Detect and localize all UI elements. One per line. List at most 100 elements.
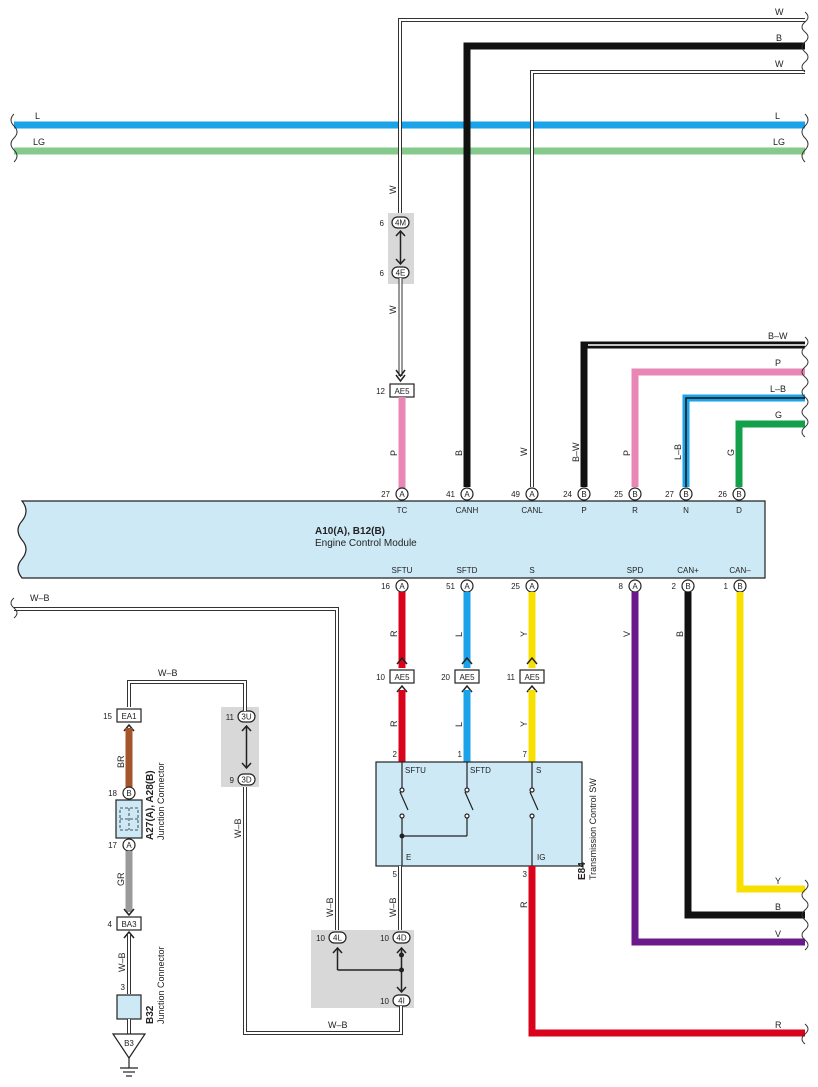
svg-text:A: A — [632, 582, 638, 591]
svg-text:49: 49 — [511, 490, 520, 499]
break-mark — [801, 879, 809, 951]
wire-b-canh — [463, 42, 805, 487]
trans-sw-pin-3: 3 — [523, 870, 528, 879]
junction-a27-code: A27(A), A28(B) — [145, 770, 156, 840]
svg-text:CANL: CANL — [521, 506, 543, 515]
wire-p-r — [631, 368, 805, 487]
wire-b-can-plus — [684, 592, 805, 919]
connector-ea1-label: EA1 — [121, 712, 137, 721]
connector-4e-label: 4E — [396, 269, 406, 278]
wire-w-tc-inner — [399, 19, 805, 214]
wire-label-br: BR — [116, 755, 126, 768]
svg-text:B: B — [736, 490, 741, 499]
wire-label-y: Y — [519, 631, 529, 637]
arrow-down — [395, 369, 406, 378]
wire-wb-bottom-loop: W–B W–B — [233, 787, 403, 1035]
wire-label-y2: Y — [519, 721, 529, 727]
wire-label-l-right: L — [775, 111, 780, 121]
ecm-top-wire-label: L–B — [673, 444, 683, 460]
wire-bw — [580, 341, 805, 487]
connector-ea1-num: 15 — [103, 712, 112, 721]
connector-4l — [328, 931, 347, 944]
junction-3u-3d: 3U 11 3D 9 — [221, 707, 259, 787]
connector-4m-label: 4M — [395, 219, 406, 228]
connector-ba3 — [116, 916, 142, 931]
wire-w-canl-inner — [531, 71, 805, 487]
trans-sw-pin-7: 7 — [523, 750, 528, 759]
break-mark — [801, 336, 809, 438]
svg-text:AE5: AE5 — [394, 673, 410, 682]
trans-sw-label-e: E — [406, 853, 411, 862]
junction-4l-4d-4i: 4L 10 4D 10 4I 10 — [311, 930, 414, 1008]
wire-r-ig-path — [528, 866, 805, 1037]
break-mark — [10, 597, 18, 619]
ecm-top-wire-label: B — [454, 450, 464, 456]
svg-text:27: 27 — [381, 490, 390, 499]
svg-text:41: 41 — [446, 490, 455, 499]
svg-text:20: 20 — [441, 673, 450, 682]
ecm-top-wire-labels: P B W B–W P L–B G — [389, 442, 736, 462]
wire-y-can-minus — [736, 592, 805, 893]
ecm-top-pin: A 27 TC — [381, 487, 409, 515]
wire-label-wb-bottom: W–B — [328, 1020, 348, 1030]
wire-wb-e: W–B — [388, 866, 402, 932]
svg-text:8: 8 — [619, 582, 624, 591]
connector-4m — [391, 216, 410, 229]
svg-text:B: B — [683, 490, 688, 499]
ecm-bottom-pin: S A 25 — [511, 566, 539, 593]
wire-label-gr: GR — [116, 872, 126, 886]
wire-r-ig: R R — [519, 866, 809, 1045]
engine-control-module: A10(A), B12(B) Engine Control Module A 2… — [17, 487, 766, 593]
right-top-wires: B–W P L–B G — [580, 331, 809, 487]
trans-sw-pin-2: 2 — [393, 750, 398, 759]
wire-label-lb: L–B — [770, 384, 786, 394]
wire-label-g: G — [775, 410, 782, 420]
wire-label-r: R — [389, 630, 399, 637]
junction-connector-b32 — [116, 994, 142, 1020]
connector-ae5-y: AE5 11 — [507, 656, 545, 693]
connector-4e-num: 6 — [380, 269, 385, 278]
svg-text:CAN+: CAN+ — [677, 566, 699, 575]
break-mark — [801, 11, 809, 73]
svg-text:11: 11 — [507, 673, 516, 682]
svg-text:25: 25 — [614, 490, 623, 499]
trans-sw-pin-1: 1 — [458, 750, 463, 759]
svg-text:24: 24 — [563, 490, 572, 499]
svg-text:AE5: AE5 — [459, 673, 475, 682]
svg-text:18: 18 — [108, 789, 117, 798]
wire-label-w-lower: W — [388, 305, 398, 314]
wire-wb-3u-ea1: W–B — [127, 668, 247, 711]
junction-b32-code: B32 — [145, 1005, 156, 1024]
svg-text:AE5: AE5 — [524, 673, 540, 682]
ground-label: B3 — [124, 1039, 134, 1048]
connector-a28-pin — [122, 786, 136, 800]
svg-text:A: A — [464, 582, 470, 591]
svg-text:16: 16 — [381, 582, 390, 591]
connector-ae5-top-label: AE5 — [394, 387, 410, 396]
break-mark — [801, 1023, 809, 1045]
break-mark — [801, 113, 809, 163]
svg-text:A: A — [529, 582, 535, 591]
wire-label-v: V — [622, 631, 632, 637]
svg-text:P: P — [581, 506, 586, 515]
trans-sw-label-sftu: SFTU — [405, 766, 426, 775]
ground-point-b3 — [111, 1033, 147, 1060]
svg-text:R: R — [632, 506, 638, 515]
ecm-bottom-pin: CAN– B 1 — [724, 566, 751, 593]
wire-label-w1: W — [775, 7, 784, 17]
wire-v-spd — [631, 592, 805, 946]
break-mark — [10, 113, 18, 163]
ecm-top-pin: A 49 CANL — [511, 487, 543, 515]
wire-label-r-right: R — [775, 1020, 782, 1030]
svg-text:SPD: SPD — [627, 566, 644, 575]
svg-text:2: 2 — [672, 582, 677, 591]
arrow-down — [395, 258, 406, 266]
svg-text:25: 25 — [511, 582, 520, 591]
ecm-code: A10(A), B12(B) — [315, 526, 385, 537]
svg-text:A: A — [399, 582, 405, 591]
connector-ae5-top-num: 12 — [376, 387, 385, 396]
transmission-control-switch: 2 1 7 SFTU SFTD S E IG 5 3 — [375, 750, 598, 880]
connector-ae5-top: AE5 12 — [376, 383, 415, 488]
svg-text:S: S — [529, 566, 534, 575]
